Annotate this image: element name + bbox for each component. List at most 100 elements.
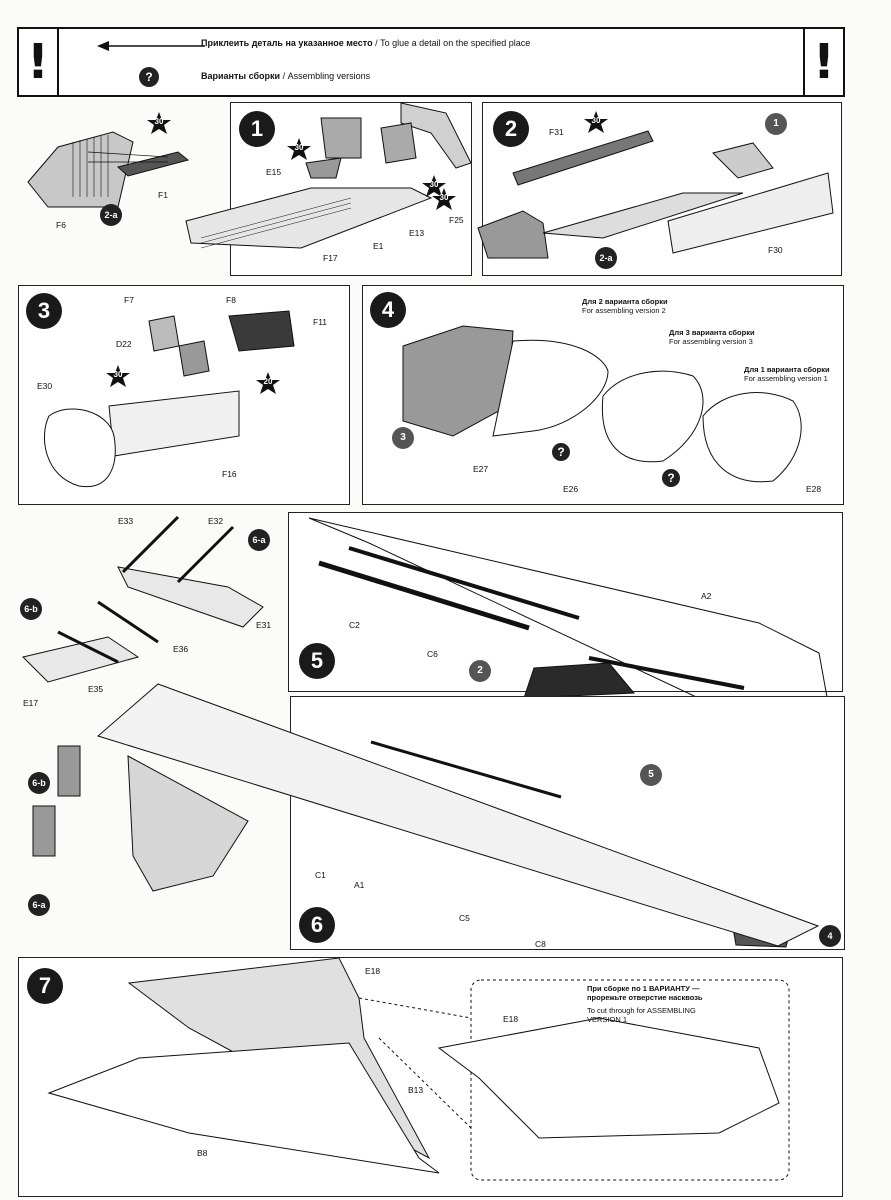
step-2-illustration: [477, 130, 834, 259]
step-5-panel: 5 A2 C2 C6 C7 2: [288, 512, 843, 728]
version-2-note: Для 2 варианта сборки For assembling ver…: [582, 297, 668, 315]
version-3-en: For assembling version 3: [669, 337, 753, 346]
label-b13: B13: [408, 1085, 424, 1095]
star-badge-icon: 30: [583, 111, 609, 135]
label-f31: F31: [549, 127, 564, 137]
label-f11: F11: [313, 317, 328, 327]
step-number: 1: [239, 111, 275, 147]
step-number: 3: [26, 293, 62, 329]
cut-through-note: При сборке по 1 ВАРИАНТУ — прорежьте отв…: [587, 984, 703, 1024]
sub-step-badge-2a: 2-a: [595, 247, 617, 269]
label-e28: E28: [806, 484, 822, 494]
versions-label-ru: Варианты сборки: [201, 71, 281, 81]
step-4-panel: 4 3 Для 2 варианта сборки For assembling…: [362, 285, 844, 505]
label-e26: E26: [563, 484, 579, 494]
label-f6: F6: [56, 220, 66, 230]
label-e33: E33: [118, 516, 134, 526]
callout-step-5: 5: [640, 764, 662, 786]
step-4-illustration: [402, 325, 802, 483]
star-badge-icon: 30: [105, 365, 131, 389]
fuselage-area: 6-b 6-a C1 A1: [18, 676, 820, 947]
star-badge-icon: 30: [421, 175, 447, 199]
label-a2: A2: [701, 591, 712, 601]
callout-step-1: 1: [765, 113, 787, 135]
cut-note-ru-2: прорежьте отверстие насквозь: [587, 993, 703, 1002]
cut-note-en-1: To cut through for ASSEMBLING: [587, 1006, 696, 1015]
step-3-panel: 3 30 20 F7 F8 F11 D22 E30 F16: [18, 285, 350, 505]
legend-box: ! ! Приклеить деталь на указанное место …: [17, 27, 845, 97]
label-e15: E15: [266, 167, 282, 177]
label-f8: F8: [226, 295, 236, 305]
question-icon: ?: [552, 443, 570, 461]
label-e18: E18: [365, 966, 381, 976]
glue-label-en: To glue a detail on the specified place: [380, 38, 531, 48]
version-1-en: For assembling version 1: [744, 374, 828, 383]
question-icon: ?: [139, 67, 159, 87]
step-1-illustration: [185, 102, 472, 249]
step-7-panel: 7 E18 B13 B8 E18 При сборке по 1 ВАРИАНТ…: [18, 957, 843, 1197]
label-f7: F7: [124, 295, 134, 305]
exclamation-icon: !: [803, 29, 843, 95]
step-6a-6b-area: E33 E32 6-a E31 6-b E36 E35 E17: [18, 512, 283, 712]
label-e35: E35: [88, 684, 104, 694]
arrow-left-icon: [97, 41, 205, 51]
label-e13: E13: [409, 228, 425, 238]
sub-step-badge-6a: 6-a: [248, 529, 270, 551]
cut-note-en-2: VERSION 1: [587, 1015, 628, 1024]
star-badge-icon: 30: [286, 138, 312, 162]
step-number: 7: [27, 968, 63, 1004]
exclamation-icon: !: [19, 29, 59, 95]
version-1-ru: Для 1 варианта сборки: [744, 365, 830, 374]
step-2-panel: 2 30 1 2-a F31 F30: [477, 102, 842, 276]
callout-step-2: 2: [469, 660, 491, 682]
label-f1: F1: [158, 190, 168, 200]
step-number: 5: [299, 643, 335, 679]
step-3-illustration: [43, 310, 295, 488]
version-1-note: Для 1 варианта сборки For assembling ver…: [744, 365, 830, 383]
step-6a-6b-illustration: [22, 515, 264, 683]
version-2-ru: Для 2 варианта сборки: [582, 297, 668, 306]
glue-separator: /: [375, 38, 378, 48]
question-icon: ?: [662, 469, 680, 487]
sub-step-badge-6b: 6-b: [20, 598, 42, 620]
label-e32: E32: [208, 516, 224, 526]
label-a1: A1: [354, 880, 365, 890]
version-3-note: Для 3 варианта сборки For assembling ver…: [669, 328, 755, 346]
versions-label-en: Assembling versions: [287, 71, 371, 81]
sub-step-badge-6b: 6-b: [28, 772, 50, 794]
label-b8: B8: [197, 1148, 208, 1158]
version-2-en: For assembling version 2: [582, 306, 666, 315]
glue-label-ru: Приклеить деталь на указанное место: [201, 38, 373, 48]
sub-step-badge-2a: 2-a: [100, 204, 122, 226]
label-f30: F30: [768, 245, 783, 255]
part-f6-illustration: [27, 131, 190, 208]
label-d22: D22: [116, 339, 132, 349]
label-c8: C8: [535, 939, 546, 949]
label-c6: C6: [427, 649, 438, 659]
step-1-panel: 1 30 30 30 E15 E1 E13 F25 F17: [185, 102, 472, 276]
step-number: 2: [493, 111, 529, 147]
callout-step-4: 4: [819, 925, 841, 947]
label-e18-detail: E18: [503, 1014, 519, 1024]
step-number: 4: [370, 292, 406, 328]
label-e27: E27: [473, 464, 489, 474]
label-e17: E17: [23, 698, 39, 708]
star-badge-icon: 20: [255, 372, 281, 396]
label-e30: E30: [37, 381, 53, 391]
label-f16: F16: [222, 469, 237, 479]
step-5-illustration: [308, 517, 830, 709]
label-e31: E31: [256, 620, 272, 630]
label-c5: C5: [459, 913, 470, 923]
label-e1: E1: [373, 241, 384, 251]
cut-note-ru-1: При сборке по 1 ВАРИАНТУ —: [587, 984, 700, 993]
label-f25: F25: [449, 215, 464, 225]
fuselage-a1-illustration: [32, 683, 820, 947]
step-7-illustration: [47, 957, 790, 1181]
label-e36: E36: [173, 644, 189, 654]
label-c1: C1: [315, 870, 326, 880]
star-badge-icon: 30: [146, 112, 172, 136]
star-badge-icon: 30: [431, 188, 457, 212]
label-c2: C2: [349, 620, 360, 630]
sub-step-badge-6a: 6-a: [28, 894, 50, 916]
versions-separator: /: [282, 71, 286, 81]
